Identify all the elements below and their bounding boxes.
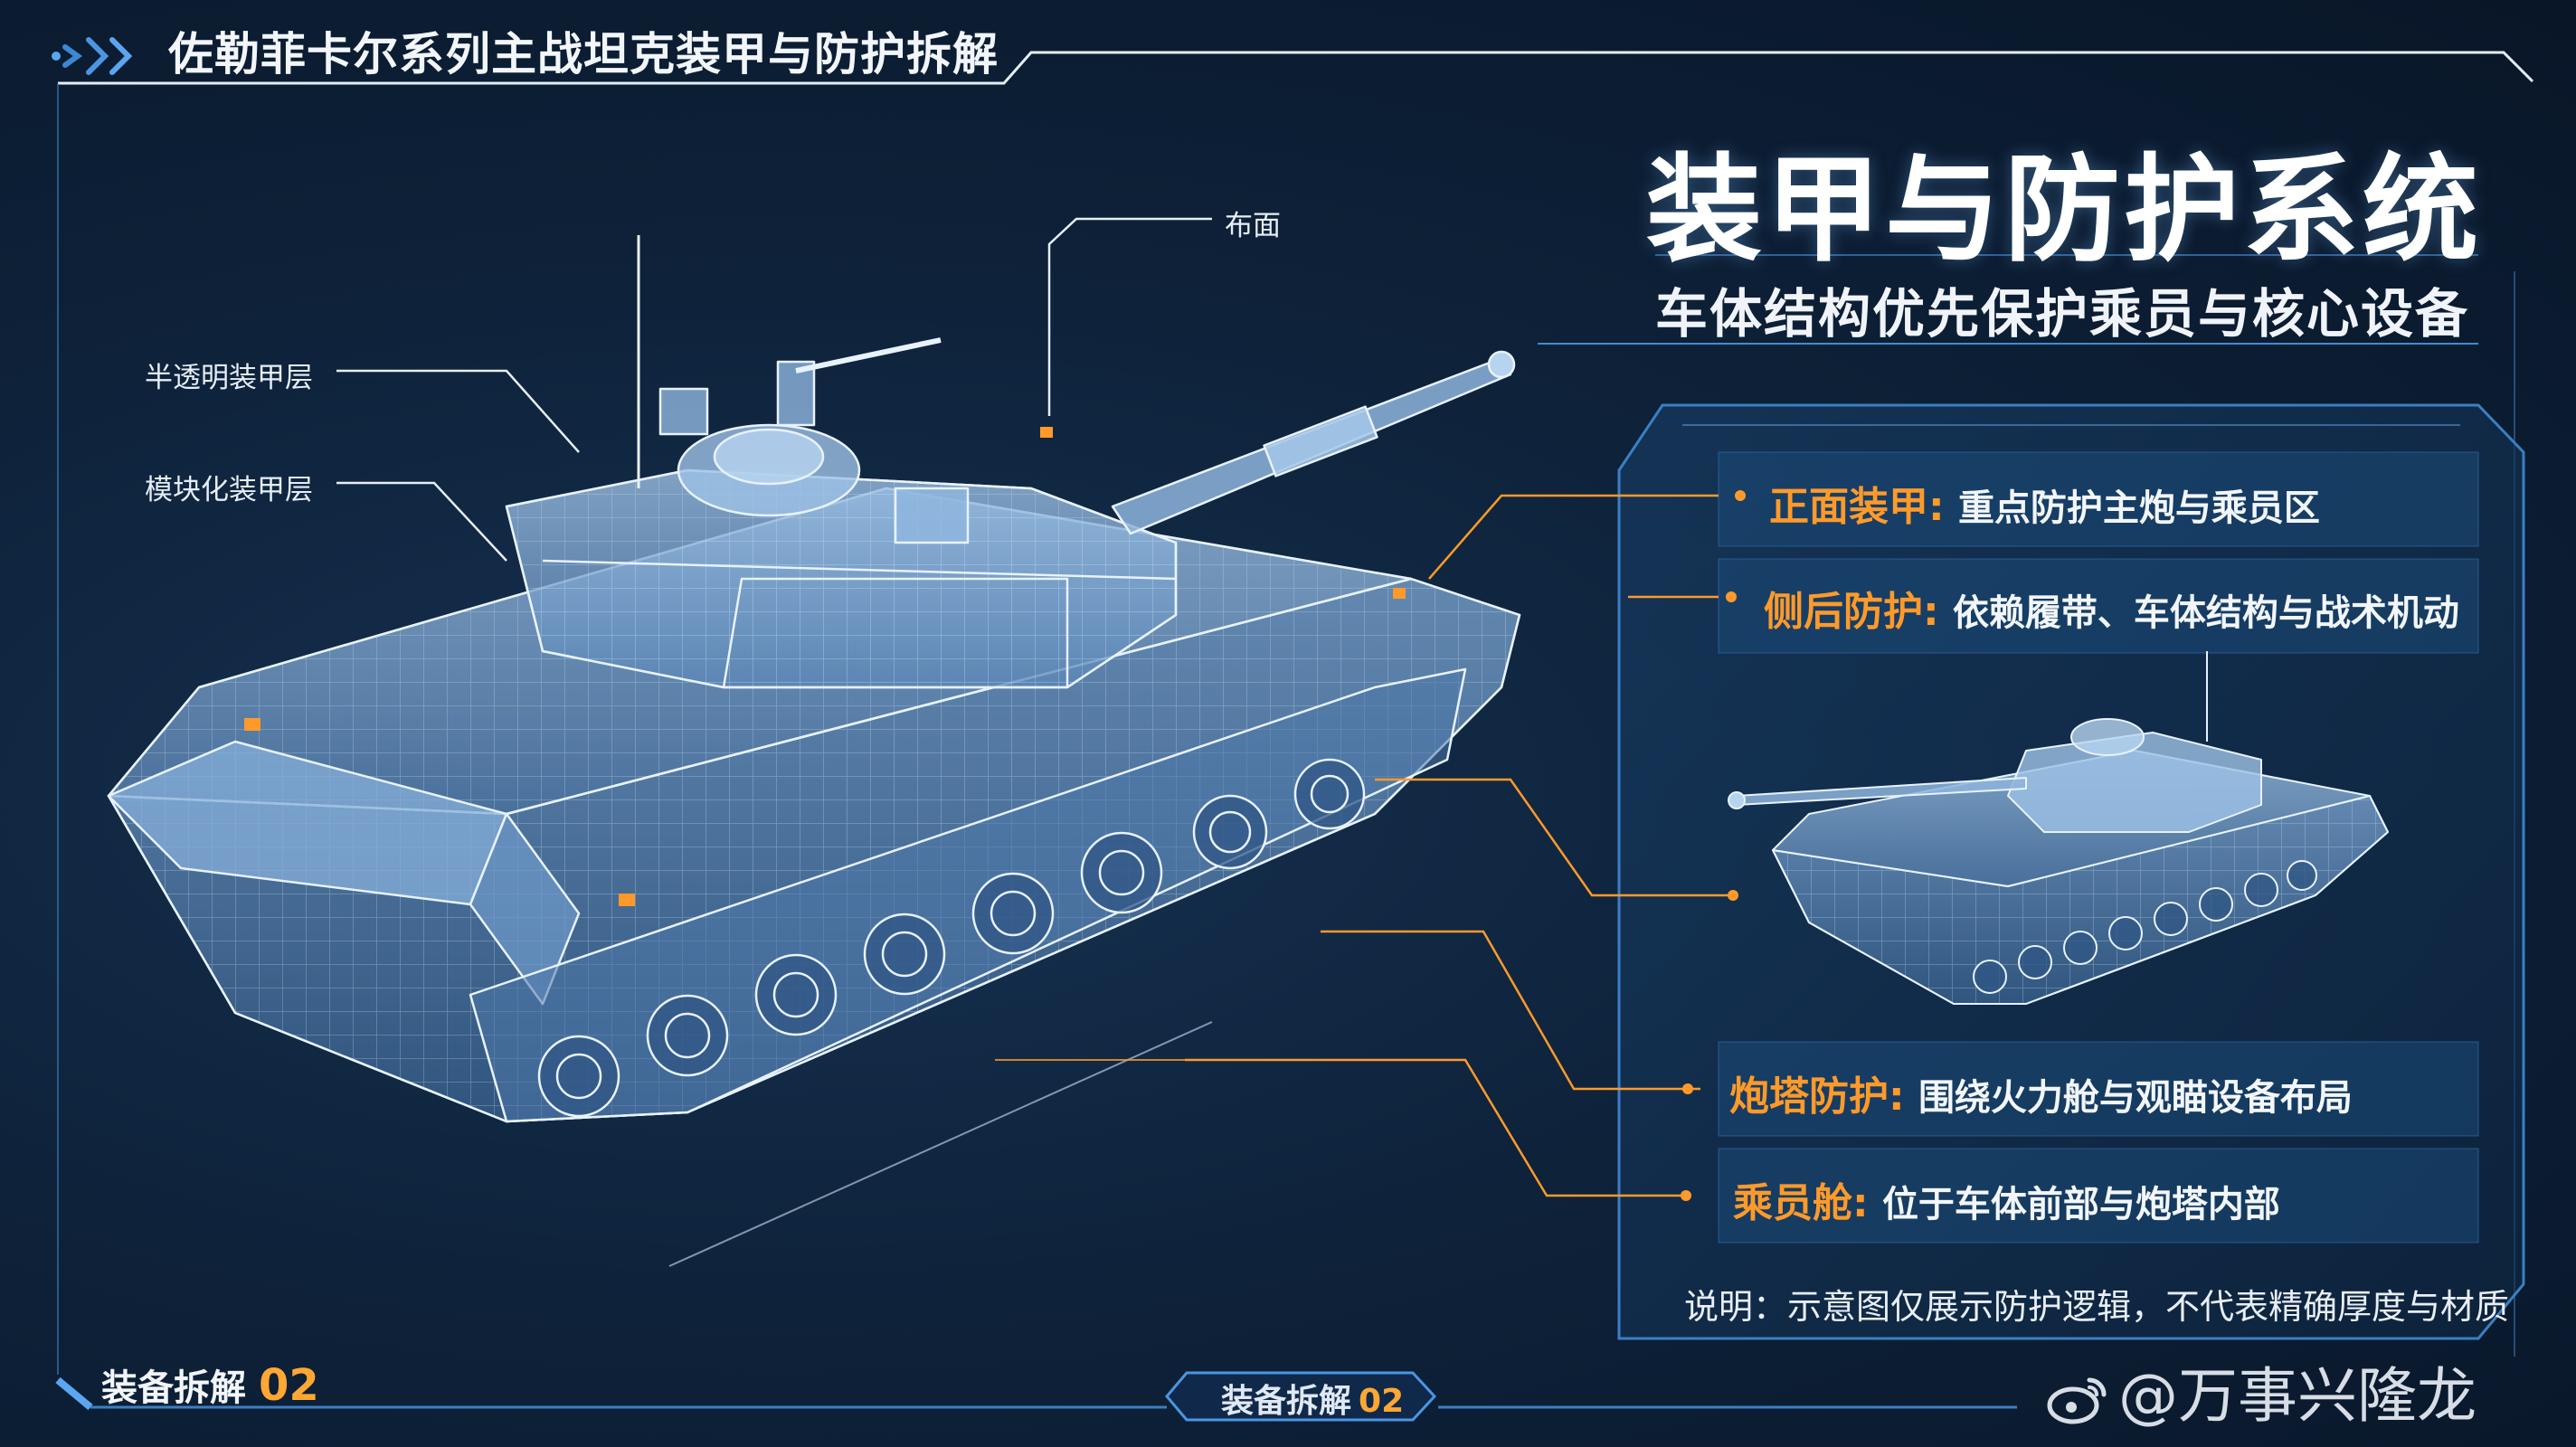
feature-desc: 依赖履带、车体结构与战术机动 [1952,592,2459,634]
feature-name: 侧后防护 [1764,589,1923,635]
footer-label: 装备拆解 [101,1367,246,1409]
feature-turret-protection: 炮塔防护: 围绕火力舱与观瞄设备布局 [1729,1073,2353,1120]
panel-tank-illustration [1728,651,2389,1005]
disclaimer-note: 说明：示意图仅展示防护逻辑，不代表精确厚度与材质 [1684,1287,2510,1327]
watermark-text: @万事兴隆龙 [2118,1361,2477,1431]
main-tank-illustration [107,235,1521,1123]
footer-number: 02 [1359,1383,1405,1420]
chevron-right-icon [52,37,133,75]
feature-name: 炮塔防护 [1729,1073,1889,1120]
footer-section-label: 装备拆解 02 [101,1358,319,1411]
feature-desc: 位于车体前部与炮塔内部 [1881,1184,2280,1225]
main-title: 装甲与防护系统 [1645,143,2482,278]
feature-desc: 重点防护主炮与乘员区 [1957,487,2320,529]
callout-semi-transparent-armor: 半透明装甲层 [145,362,313,394]
subtitle: 车体结构优先保护乘员与核心设备 [1654,283,2469,345]
footer-label: 装备拆解 [1221,1383,1352,1420]
header-title: 佐勒菲卡尔系列主战坦克装甲与防护拆解 [168,28,999,80]
feature-desc: 围绕火力舱与观瞄设备布局 [1918,1077,2353,1119]
weibo-icon [2047,1377,2107,1424]
feature-name: 乘员舱 [1733,1180,1852,1226]
feature-name: 正面装甲 [1769,484,1928,530]
feature-crew-compartment: 乘员舱: 位于车体前部与炮塔内部 [1733,1180,2280,1226]
callout-dots [1681,490,1746,1201]
feature-side-rear-protection: 侧后防护: 依赖履带、车体结构与战术机动 [1764,589,2459,635]
callout-leaders [336,217,1728,1197]
callout-modular-armor: 模块化装甲层 [145,474,313,506]
watermark: @万事兴隆龙 [2046,1348,2477,1434]
footer-number: 02 [259,1360,319,1411]
feature-front-armor: 正面装甲: 重点防护主炮与乘员区 [1769,484,2320,530]
callout-layout: 布面 [1225,210,1281,242]
